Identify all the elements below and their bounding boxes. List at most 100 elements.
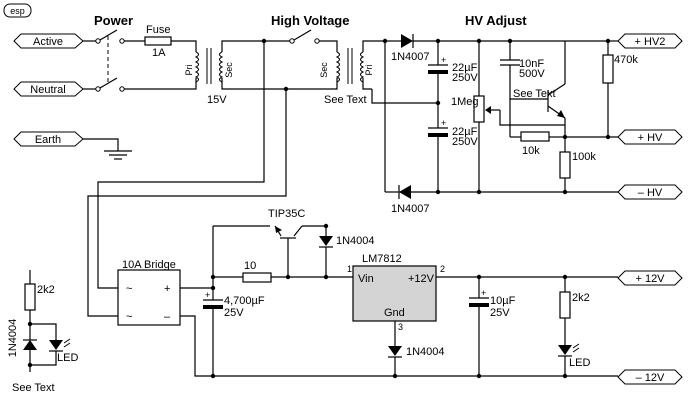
svg-text:Active: Active [33,36,63,48]
bridge-rectifier [117,269,181,326]
tip35c-label: TIP35C [268,208,305,220]
esp-badge-text: esp [10,6,25,16]
transformer-2 [335,48,365,84]
diode-bottom-label: 1N4007 [391,203,430,215]
svg-text:+ HV2: + HV2 [635,36,666,48]
r10-label: 10 [244,260,256,272]
esp-badge [3,3,32,18]
r-led-label: 2k2 [572,292,590,304]
terminal-minus-12v: – 12V [617,369,683,385]
pin-1: 1 [347,264,352,274]
section-title-hv-adjust: HV Adjust [465,13,527,28]
cmain-value: 4,700µF [224,295,265,307]
pin-3: 3 [398,322,403,332]
reg-gnd: Gnd [384,307,405,319]
fuse-label: Fuse [146,24,170,36]
diode-1n4007-bottom [398,185,411,199]
pin-2: 2 [440,264,445,274]
pot-label: 1Meg [451,96,479,108]
t1-pri-label: Pri [184,65,194,76]
d-gnd-label: 1N4004 [406,346,445,358]
c3-value: 10nF [519,58,544,70]
terminal-hv2: + HV2 [617,33,683,49]
t2-pri-label: Pri [364,65,374,76]
c3-voltage: 500V [519,68,545,80]
section-title-power: Power [94,13,133,28]
side-led-label: LED [57,352,78,364]
terminal-neutral: Neutral [13,81,84,97]
svg-text:– HV: – HV [638,187,663,199]
transistor-tip35c [274,225,303,239]
fuse-rating: 1A [152,47,166,59]
r470k-label: 470k [614,54,638,66]
led-12v [558,343,580,357]
cout-value: 10µF [490,295,516,307]
bridge-label: 10A Bridge [122,259,176,271]
svg-text:+ HV: + HV [638,132,663,144]
bridge-pos: + [164,283,170,295]
svg-text:+ 12V: + 12V [635,273,665,285]
section-title-high-voltage: High Voltage [271,13,349,28]
capacitor-10nf [500,59,520,66]
reg-vin: Vin [358,273,374,285]
c1-voltage: 250V [452,72,478,84]
resistor-10 [242,272,272,283]
bridge-neg: – [164,311,171,323]
capacitor-10uf: + [469,288,489,307]
cmain-voltage: 25V [224,307,244,319]
reg-name: LM7812 [362,253,402,265]
diode-1n4004-ground [388,346,402,358]
terminal-earth: Earth [13,131,84,147]
bridge-ac2: ~ [126,311,132,323]
side-led [49,338,71,352]
side-note: See Text [12,382,55,394]
pot-wiper-arrow [485,106,491,114]
resistor-2k2-led [559,291,571,319]
t1-voltage-label: 15V [207,94,227,106]
svg-text:Earth: Earth [35,134,61,146]
terminal-hv-neg: – HV [617,184,683,200]
switch-terminal [95,38,101,44]
resistor-10k [520,131,550,142]
capacitor-c2-22uf: + [428,118,448,137]
transistor-hv [547,83,566,119]
c2-value: 22µF [452,126,478,138]
svg-text:+: + [441,118,446,128]
transformer-1 [194,48,224,84]
diode-1n4004-bypass [319,236,333,248]
terminal-hv-pos: + HV [617,129,683,145]
r100k-label: 100k [572,151,596,163]
power-switch-neutral [99,77,118,89]
resistor-470k [602,54,614,84]
capacitor-4700uf: + [203,290,223,309]
t1-sec-label: Sec [224,62,234,78]
capacitor-c1-22uf: + [428,55,448,74]
t2-sec-label: Sec [319,62,329,78]
fuse [144,36,172,46]
svg-text:+: + [205,290,210,300]
side-r-label: 2k2 [37,284,55,296]
c1-value: 22µF [452,62,478,74]
d-tip-label: 1N4004 [336,235,375,247]
transistor-note: See Text [513,88,556,100]
svg-text:– 12V: – 12V [636,372,665,384]
cout-voltage: 25V [490,307,510,319]
svg-text:+: + [441,55,446,65]
r10k-label: 10k [522,145,540,157]
diode-top-label: 1N4007 [391,51,430,63]
side-d-label: 1N4004 [7,319,19,358]
reg-out: +12V [408,273,435,285]
side-resistor-2k2 [24,283,36,311]
side-diode-1n4004 [23,339,37,350]
c2-voltage: 250V [452,136,478,148]
t2-note: See Text [324,94,367,106]
resistor-100k [559,151,571,179]
bridge-ac1: ~ [126,283,132,295]
svg-text:+: + [481,288,486,298]
terminal-plus-12v: + 12V [617,270,683,286]
diode-1n4007-top [401,34,414,48]
hv-switch [293,29,312,41]
terminal-active: Active [13,33,84,49]
